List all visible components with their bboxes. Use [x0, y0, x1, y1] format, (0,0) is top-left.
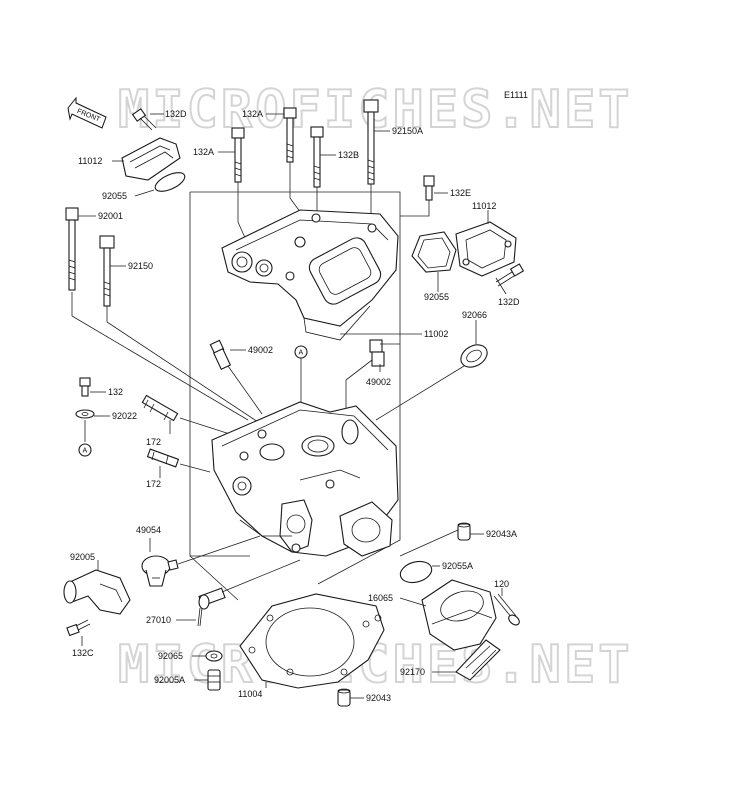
label-49002-left: 49002: [248, 345, 273, 355]
label-132B: 132B: [338, 150, 359, 160]
label-120: 120: [494, 579, 509, 589]
label-92022: 92022: [112, 411, 137, 421]
svg-text:A: A: [83, 448, 88, 455]
label-11004: 11004: [238, 689, 262, 699]
fitting-92005A: [207, 669, 221, 691]
valve-49002-left: [209, 339, 232, 371]
label-132A-left: 132A: [193, 147, 214, 157]
bolt-132E: [423, 175, 435, 201]
label-132: 132: [108, 387, 123, 397]
label-49002-right: 49002: [366, 377, 391, 387]
svg-text:A: A: [299, 350, 304, 357]
frame-left-diag: [189, 555, 239, 601]
intake-holder-16065: [421, 579, 497, 651]
label-11002: 11002: [424, 329, 448, 339]
cover-11012-right: [455, 221, 517, 277]
front-arrow-icon: FRONT: [67, 96, 107, 129]
oring-92055-right: [411, 231, 457, 273]
head-gasket-11004: [239, 593, 385, 689]
label-92043: 92043: [366, 693, 391, 703]
label-92055-left: 92055: [102, 191, 127, 201]
label-92005A: 92005A: [154, 675, 185, 685]
bolt-132: [79, 377, 91, 397]
washer-92065: [205, 650, 223, 662]
label-92170: 92170: [400, 667, 425, 677]
label-92005: 92005: [70, 552, 95, 562]
frame-top: [190, 191, 401, 216]
label-132E: 132E: [450, 188, 471, 198]
label-92065: 92065: [158, 651, 183, 661]
dowel-92043A: [457, 522, 471, 541]
label-11012-left: 11012: [78, 156, 102, 166]
label-92066: 92066: [462, 310, 487, 320]
label-92150A: 92150A: [392, 126, 423, 136]
oring-92055A: [399, 560, 433, 584]
plug-92066: [460, 344, 488, 368]
label-132D-top: 132D: [165, 109, 187, 119]
label-92001: 92001: [98, 211, 123, 221]
label-132A-top: 132A: [242, 109, 263, 119]
oring-92055-left: [154, 172, 186, 192]
sensor-27010: [197, 587, 226, 627]
cylinder-head: [211, 401, 399, 557]
stud-172-b: [146, 448, 180, 468]
clamp-92170: [455, 639, 501, 681]
label-92055A: 92055A: [442, 561, 473, 571]
dowel-92043: [337, 688, 351, 707]
ref-mark-a-top: A: [294, 345, 308, 359]
label-49054: 49054: [136, 525, 161, 535]
washer-92022: [75, 409, 95, 419]
ref-mark-a-left: A: [78, 443, 92, 457]
label-172-b: 172: [146, 479, 161, 489]
bolt-132D-right: [495, 263, 525, 287]
bolt-92150: [99, 235, 115, 307]
frame-right: [317, 334, 401, 585]
diagram-code: E1111: [504, 90, 528, 100]
label-172-a: 172: [146, 437, 161, 447]
bolt-92001: [65, 207, 79, 291]
bolt-132C: [66, 619, 91, 637]
label-27010: 27010: [146, 615, 171, 625]
label-16065: 16065: [368, 593, 393, 603]
stud-172-a: [141, 394, 179, 422]
screw-120: [493, 593, 520, 626]
valve-49002-right: [369, 339, 385, 367]
label-92150: 92150: [128, 261, 153, 271]
cover-11012-left: [121, 137, 181, 181]
label-132D-right: 132D: [498, 297, 520, 307]
bolt-132B: [310, 126, 324, 188]
label-11012-right: 11012: [472, 201, 496, 211]
bolt-132D-top: [131, 108, 157, 131]
bolt-132A-left: [231, 127, 245, 183]
cylinder-head-cover: [221, 209, 399, 341]
label-92055-right: 92055: [424, 292, 449, 302]
label-92043A: 92043A: [486, 529, 517, 539]
water-pipe-92005: [63, 569, 131, 615]
thermostat-49054: [141, 555, 179, 587]
label-132C: 132C: [72, 648, 94, 658]
